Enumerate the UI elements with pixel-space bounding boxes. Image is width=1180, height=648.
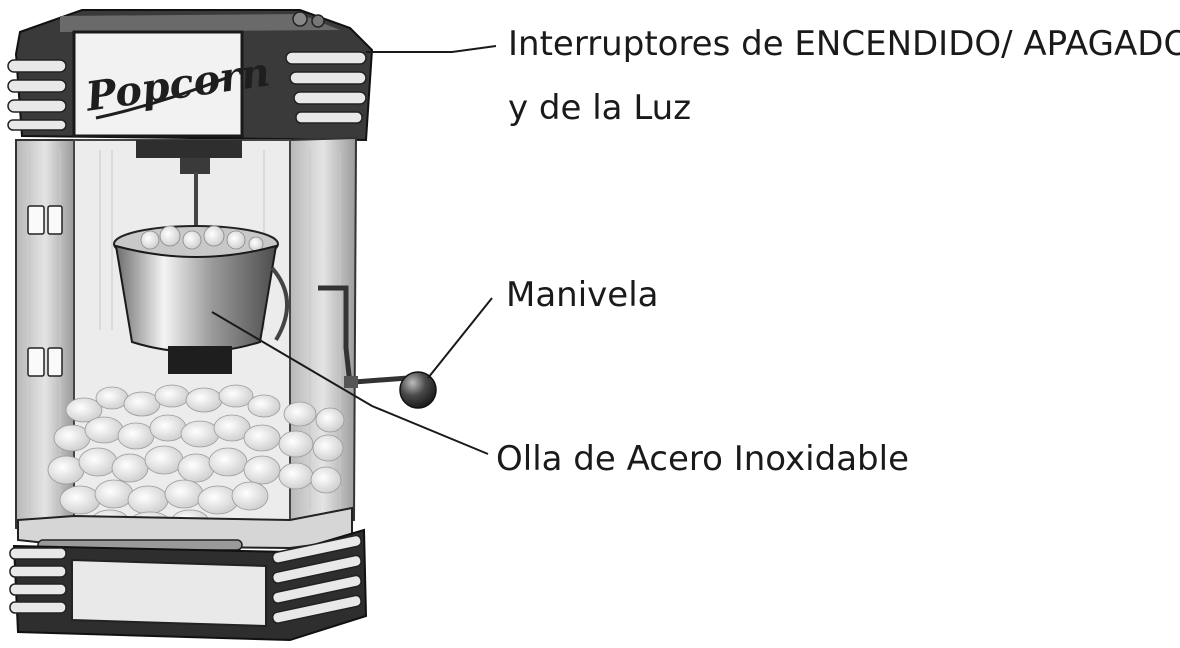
leader-line-switches — [366, 45, 497, 53]
door-hinges — [27, 205, 63, 377]
power-switch-icon[interactable] — [292, 11, 308, 27]
top-right-chrome-ribs — [285, 51, 367, 124]
light-switch-icon[interactable] — [311, 14, 325, 28]
machine-top-cap: Popcorn — [7, 9, 374, 142]
crank-knob-icon[interactable] — [399, 371, 437, 409]
machine-base — [9, 506, 368, 642]
crank-handle — [344, 371, 437, 409]
switches-callout: Interruptores de ENCENDIDO/ APAGADO y de… — [508, 12, 1180, 140]
crank-label: Manivela — [506, 275, 659, 315]
leader-line-crank — [427, 297, 493, 379]
base-left-chrome-ribs — [9, 547, 67, 614]
leader-lines — [211, 45, 497, 455]
base-right-chrome-ribs — [271, 534, 362, 624]
top-left-chrome-ribs — [7, 59, 67, 131]
switches-label-line1: Interruptores de ENCENDIDO/ APAGADO — [508, 24, 1180, 64]
pot-label: Olla de Acero Inoxidable — [496, 439, 909, 479]
leader-line-pot — [211, 311, 489, 455]
switches-label-line2: y de la Luz — [508, 88, 692, 128]
popcorn-pile — [47, 384, 345, 533]
door-handle — [318, 285, 353, 385]
